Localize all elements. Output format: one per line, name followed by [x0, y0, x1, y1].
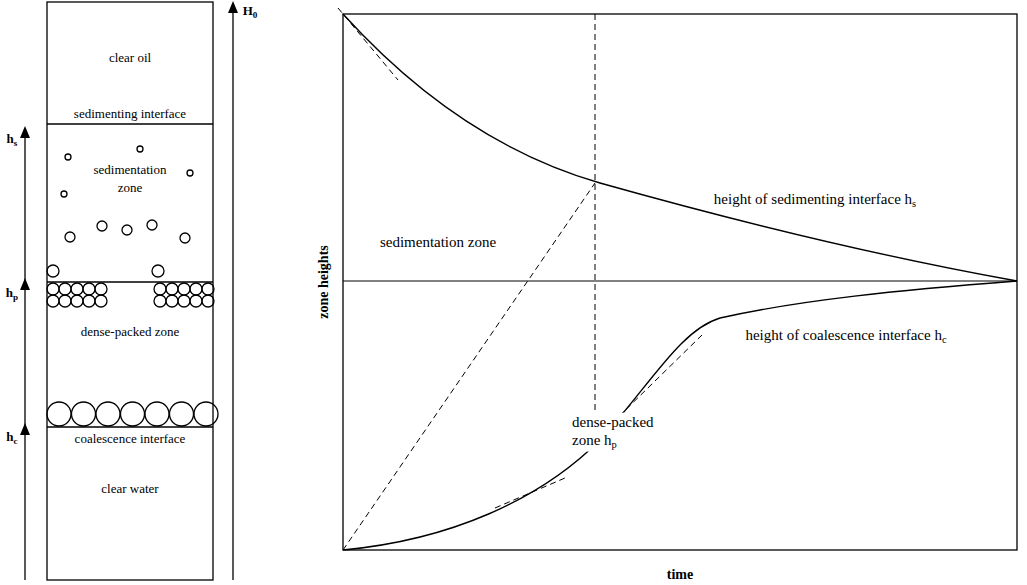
coalescence-curve: [343, 281, 1017, 550]
dense-packed-droplets: [47, 265, 218, 426]
subscript: c: [942, 334, 947, 345]
axis-title: zone heights: [316, 245, 333, 319]
subscript: p: [13, 292, 18, 302]
subscript: s: [14, 138, 18, 148]
curve-label-text: dense-packed zone hp: [572, 414, 654, 448]
zone-label: sedimentation zone: [82, 161, 178, 197]
height-symbol: H0: [243, 3, 258, 21]
interface-label: coalescence interface: [75, 431, 186, 447]
zone-band: clear oil: [47, 2, 213, 124]
curve-label-text: height of sedimenting interface hs: [714, 191, 916, 207]
region-label-text: sedimentation zone: [380, 234, 496, 250]
height-symbol: hs: [7, 131, 18, 149]
curve-label: height of coalescence interface hc: [743, 326, 948, 347]
interface-label-text: sedimenting interface: [74, 106, 186, 121]
subscript: s: [912, 198, 916, 209]
axis-title: time: [667, 567, 693, 584]
subscript: p: [612, 439, 617, 450]
subscript: c: [14, 436, 18, 446]
height-symbol-text: hp: [6, 285, 18, 300]
axis-title-text: time: [667, 567, 693, 582]
curve-label: height of sedimenting interface hs: [712, 190, 918, 211]
settler-column: [47, 2, 213, 580]
height-symbol-text: H0: [243, 3, 258, 18]
height-symbol: hp: [6, 285, 18, 303]
height-symbol: hc: [6, 429, 17, 447]
zone-label: clear water: [70, 480, 190, 498]
chart-frame: [343, 14, 1017, 550]
height-axis: [232, 8, 233, 580]
zone-band: dense-packed zone: [47, 282, 213, 427]
arrowheads: [20, 1, 238, 435]
tangent-line: [495, 478, 565, 508]
height-symbol-text: hs: [7, 131, 18, 146]
droplets: [61, 146, 193, 243]
interface-line: [47, 281, 213, 283]
guide-line: [343, 183, 595, 550]
tangent-line: [338, 8, 398, 80]
zone-band: clear water: [47, 427, 213, 580]
curve-label: dense-packed zone hp: [570, 413, 670, 452]
zone-label: dense-packed zone: [80, 323, 180, 341]
zone-band: sedimentation zone: [47, 124, 213, 282]
subscript: 0: [253, 10, 258, 20]
zone-label: clear oil: [70, 49, 190, 67]
region-label: sedimentation zone: [378, 233, 498, 251]
axis-title-text: zone heights: [316, 245, 331, 319]
curve-label-text: height of coalescence interface hc: [745, 327, 946, 343]
sedimenting-curve: [343, 14, 1017, 281]
height-symbol-text: hc: [6, 429, 17, 444]
height-axis: [24, 136, 25, 580]
guide-line: [595, 14, 596, 430]
reference-line: [343, 281, 1017, 282]
interface-label: sedimenting interface: [74, 106, 186, 122]
interface-line: [47, 426, 213, 428]
interface-label-text: coalescence interface: [75, 431, 186, 446]
interface-line: [47, 123, 213, 125]
